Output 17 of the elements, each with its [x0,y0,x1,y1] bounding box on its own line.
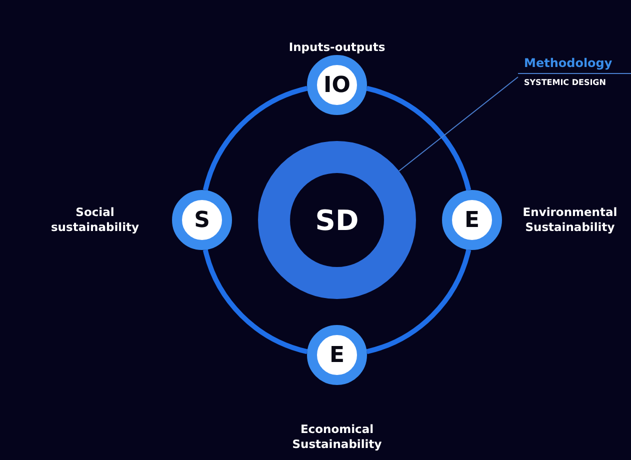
node-caption: Economical Sustainability [291,422,383,452]
center-ring: SD [258,141,416,299]
letter-circle: S [172,190,232,250]
letter-circle: IO [307,55,367,115]
ring-arc [366,86,472,191]
leader-line [398,76,518,172]
ring-arc [202,249,308,354]
letter-circle: E [442,190,502,250]
ring-arc [202,86,308,191]
node-caption: Environmental Sustainability [522,205,618,235]
node-caption: Inputs-outputs [288,40,386,55]
ring-arc [366,249,472,354]
callout-label [518,56,631,87]
callout-subheading: SYSTEMIC DESIGN [523,77,606,87]
node-caption: Social sustainability [50,205,140,235]
callout-heading: Methodology [518,56,631,74]
letter-circle: E [307,325,367,385]
